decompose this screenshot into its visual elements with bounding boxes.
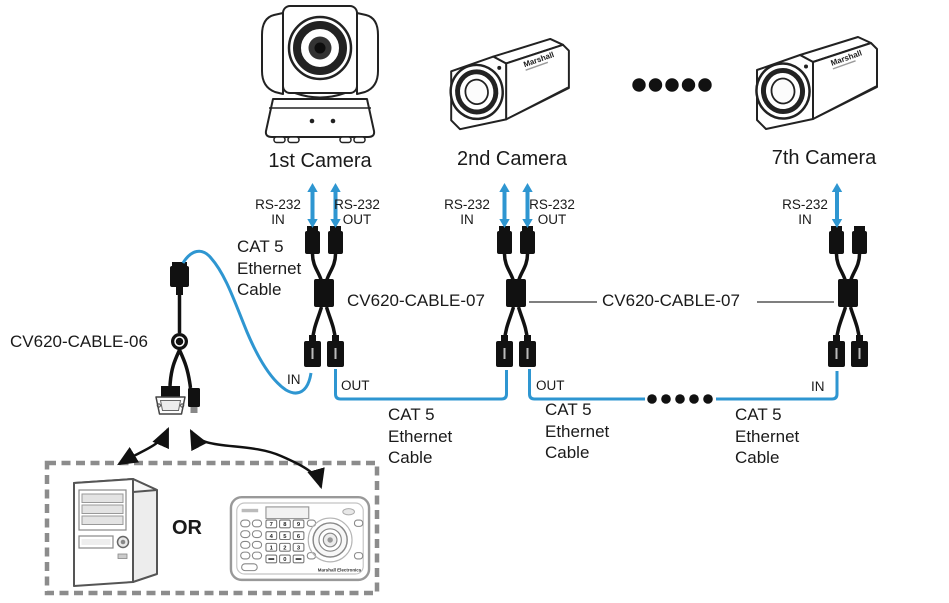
- rs232-arrow-icon: [307, 183, 318, 228]
- more-cameras-ellipsis: [632, 78, 712, 92]
- camera-1-label: 1st Camera: [268, 150, 372, 172]
- cable-top-plugs: [829, 226, 867, 254]
- box-camera-7-illustration: Marshall: [755, 36, 878, 130]
- camera-lens-icon: [755, 62, 811, 120]
- cable1-out-tag: OUT: [341, 378, 370, 393]
- camera-7-label: 7th Camera: [771, 147, 877, 169]
- rs232-in-label-cam7: RS-232 IN: [782, 197, 828, 227]
- cable3-in-tag: IN: [811, 379, 825, 394]
- controller-logo-mark: [241, 508, 259, 513]
- camera-lens-icon: [449, 63, 504, 121]
- rs232-y-cable-3: [828, 226, 868, 367]
- cable07-label-2: CV620-CABLE-07: [602, 291, 740, 310]
- cable-bottom-plugs: [828, 335, 868, 367]
- computer-tower-illustration: [73, 478, 158, 587]
- keypad-digit: 0: [283, 557, 286, 563]
- keypad-digit: 7: [270, 522, 273, 528]
- lens-dot: [804, 64, 808, 69]
- cable-junction-block: [838, 279, 858, 307]
- base-dot: [309, 118, 315, 124]
- cable07-label-1: CV620-CABLE-07: [347, 291, 485, 310]
- or-label: OR: [172, 517, 202, 539]
- rs232-out-label-cam1: RS-232 OUT: [334, 197, 380, 227]
- cable-top-plugs: [305, 226, 343, 254]
- cable2-out-tag: OUT: [536, 378, 565, 393]
- cable-junction-block: [506, 279, 526, 307]
- rs232-in-label-cam1: RS-232 IN: [255, 197, 301, 227]
- side-seam: [815, 85, 877, 118]
- camera-base: [264, 98, 376, 144]
- rs232-arrow-icon: [499, 183, 510, 228]
- arrow-cable06-to-computer: [117, 426, 170, 466]
- controller-display: [265, 506, 310, 520]
- ptz-camera-illustration: [261, 5, 379, 144]
- joystick-icon: [307, 517, 353, 563]
- arrow-cable06-to-controller: [189, 429, 325, 490]
- cat5-label-2: CAT 5 Ethernet Cable: [388, 405, 453, 467]
- more-cabling-ellipsis: [647, 394, 713, 404]
- camera-chin: [294, 92, 346, 99]
- indicator-lamp: [342, 508, 355, 516]
- rs232-y-cable-2: [496, 226, 536, 367]
- control-y-cable-06: [155, 262, 200, 415]
- cable06-label: CV620-CABLE-06: [10, 332, 148, 351]
- db9-connector: [155, 386, 186, 415]
- rs232-y-cable-1: [304, 226, 344, 367]
- cat5-label-3: CAT 5 Ethernet Cable: [545, 400, 610, 462]
- tower-side: [132, 478, 158, 583]
- mini-din-connector: [188, 388, 200, 413]
- cat5-label-4: CAT 5 Ethernet Cable: [735, 405, 800, 467]
- cable-bottom-plugs: [496, 335, 536, 367]
- side-seam: [508, 86, 569, 118]
- base-dot: [330, 118, 336, 124]
- lens-dot: [497, 65, 502, 70]
- rs232-in-label-cam2: RS-232 IN: [444, 197, 490, 227]
- cable-junction: [171, 333, 188, 350]
- camera-2-label: 2nd Camera: [456, 148, 568, 170]
- camera-pan-arms: [261, 12, 379, 95]
- rs232-out-label-cam2: RS-232 OUT: [529, 197, 575, 227]
- cable-junction-block: [314, 279, 334, 307]
- cable-bottom-plugs: [304, 335, 344, 367]
- cat5-label-1: CAT 5 Ethernet Cable: [237, 237, 302, 299]
- cable-top-plugs: [497, 226, 535, 254]
- cable1-in-tag: IN: [287, 372, 301, 387]
- joystick-controller-illustration: 7 8 9 4 5 6 1 2 3 0 Marshall Electronics: [229, 495, 371, 582]
- cable-top-plug: [170, 262, 189, 295]
- controller-brand-text: Marshall Electronics: [318, 568, 362, 573]
- box-camera-2-illustration: Marshall: [449, 37, 570, 131]
- camera-lens-icon: [287, 15, 353, 81]
